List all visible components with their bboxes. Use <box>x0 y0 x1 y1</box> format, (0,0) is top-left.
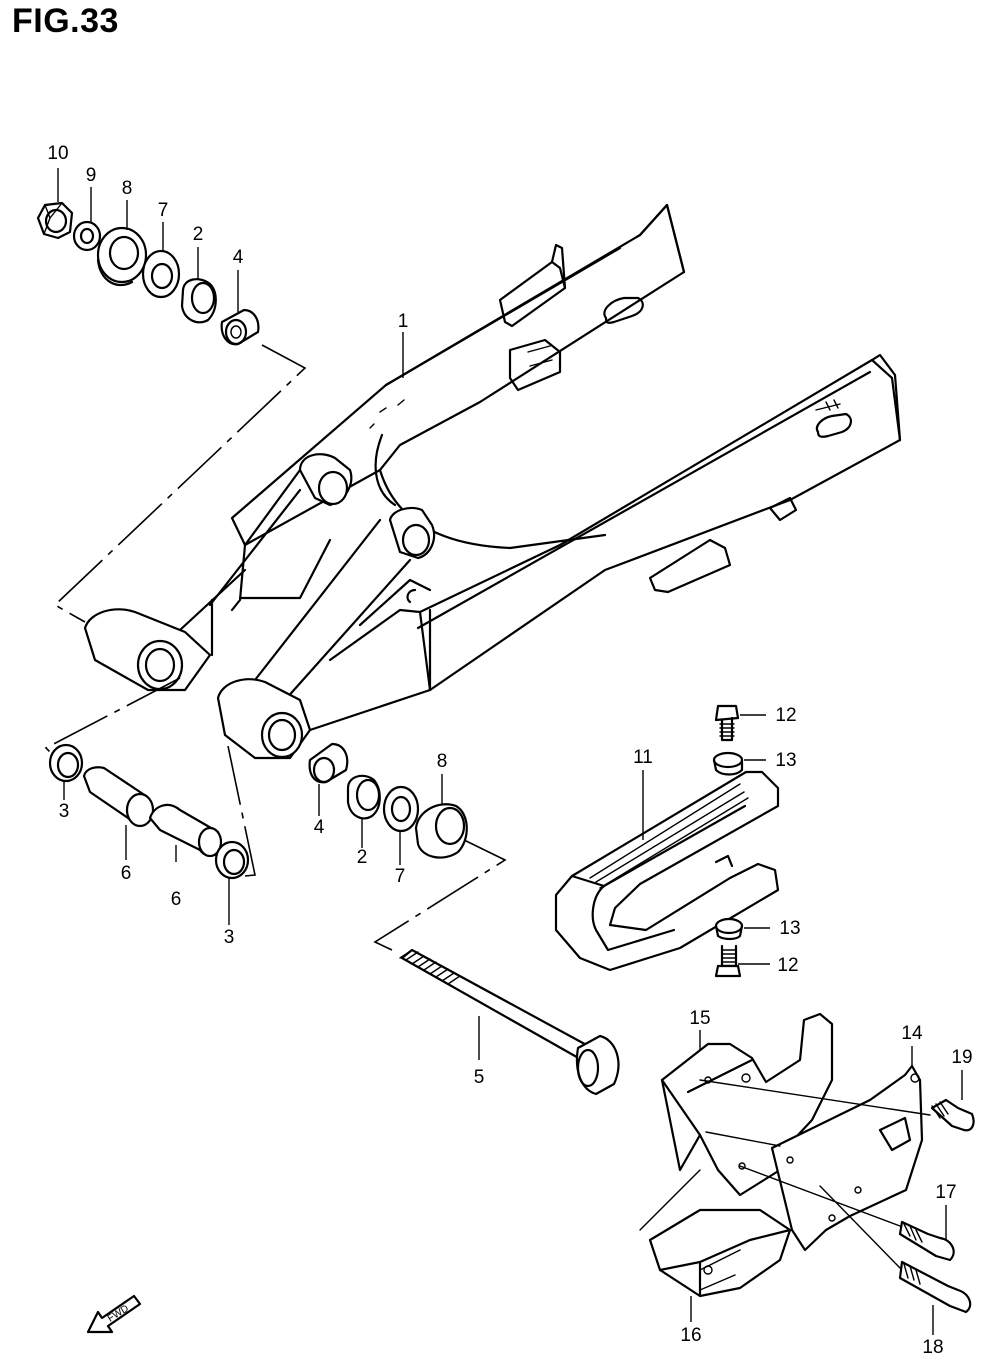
part-label-3-left: 3 <box>59 801 70 822</box>
bearing-part-3-left <box>48 743 84 783</box>
forward-arrow-icon: FWD <box>86 1294 142 1334</box>
chain-guide-part-15 <box>660 1012 834 1197</box>
block-part-16 <box>648 1208 792 1298</box>
part-label-2-top: 2 <box>193 224 204 245</box>
part-label-12-top: 12 <box>775 705 796 726</box>
dust-seal-part-8-top <box>96 226 148 287</box>
chain-guard-part-14 <box>770 1064 924 1252</box>
part-label-11: 11 <box>633 747 653 768</box>
guard-alignment-lines <box>639 1079 931 1291</box>
bearing-part-4-top <box>220 308 260 346</box>
assembly-line-lower-left <box>44 677 181 761</box>
assembly-line-upper <box>53 344 307 623</box>
part-label-8-top: 8 <box>122 178 133 199</box>
spacer-part-2-bottom <box>346 774 381 820</box>
part-label-4-bottom: 4 <box>314 817 325 838</box>
pivot-bolt-part-5 <box>399 948 620 1096</box>
washer-part-9 <box>72 220 102 252</box>
bolt-part-17 <box>898 1220 955 1262</box>
part-label-12-bottom: 12 <box>777 955 798 976</box>
washer-part-7-bottom <box>382 785 420 833</box>
part-label-6-right: 6 <box>171 889 182 910</box>
part-label-15: 15 <box>689 1008 710 1029</box>
bearing-part-3-right <box>214 840 250 880</box>
part-label-16: 16 <box>680 1325 701 1346</box>
callout-leaders <box>57 168 963 1335</box>
bolt-part-12-bottom <box>714 944 742 978</box>
part-label-3-right: 3 <box>224 927 235 948</box>
part-label-2-bottom: 2 <box>357 847 368 868</box>
collar-part-13-top <box>712 751 744 776</box>
dust-seal-part-8-bottom <box>414 803 468 859</box>
assembly-line-lower-right <box>227 745 256 877</box>
part-number-labels: 1 2 2 3 3 4 4 5 6 6 7 7 8 8 9 10 11 12 1… <box>47 143 972 1358</box>
collar-part-6-left <box>82 766 155 828</box>
part-label-13-bottom: 13 <box>779 918 800 939</box>
bolt-part-12-top <box>714 704 740 742</box>
part-label-9: 9 <box>86 165 97 186</box>
part-label-8-bottom: 8 <box>437 751 448 772</box>
part-label-5: 5 <box>474 1067 485 1088</box>
part-label-13-top: 13 <box>775 750 796 771</box>
part-label-6-left: 6 <box>121 863 132 884</box>
part-label-7-top: 7 <box>158 200 169 221</box>
assembly-line-bolt <box>373 837 507 951</box>
spacer-part-2-top <box>180 278 217 324</box>
part-label-19: 19 <box>951 1047 972 1068</box>
figure-title: FIG.33 <box>12 2 119 40</box>
washer-part-7-top <box>141 249 181 299</box>
part-label-10: 10 <box>47 143 68 164</box>
part-label-1: 1 <box>398 311 409 332</box>
part-label-18: 18 <box>922 1337 943 1358</box>
part-label-7-bottom: 7 <box>395 866 406 887</box>
part-label-17: 17 <box>935 1182 956 1203</box>
nut-part-10 <box>36 201 74 240</box>
part-label-4-top: 4 <box>233 247 244 268</box>
swingarm-part <box>83 203 902 760</box>
chain-slider-part-11 <box>554 770 780 972</box>
collar-part-6-right <box>148 803 223 858</box>
bolt-part-18 <box>898 1260 972 1314</box>
bearing-part-4-bottom <box>308 742 349 784</box>
part-label-14: 14 <box>901 1023 923 1044</box>
bolt-part-19 <box>930 1098 975 1132</box>
collar-part-13-bottom <box>714 917 744 941</box>
